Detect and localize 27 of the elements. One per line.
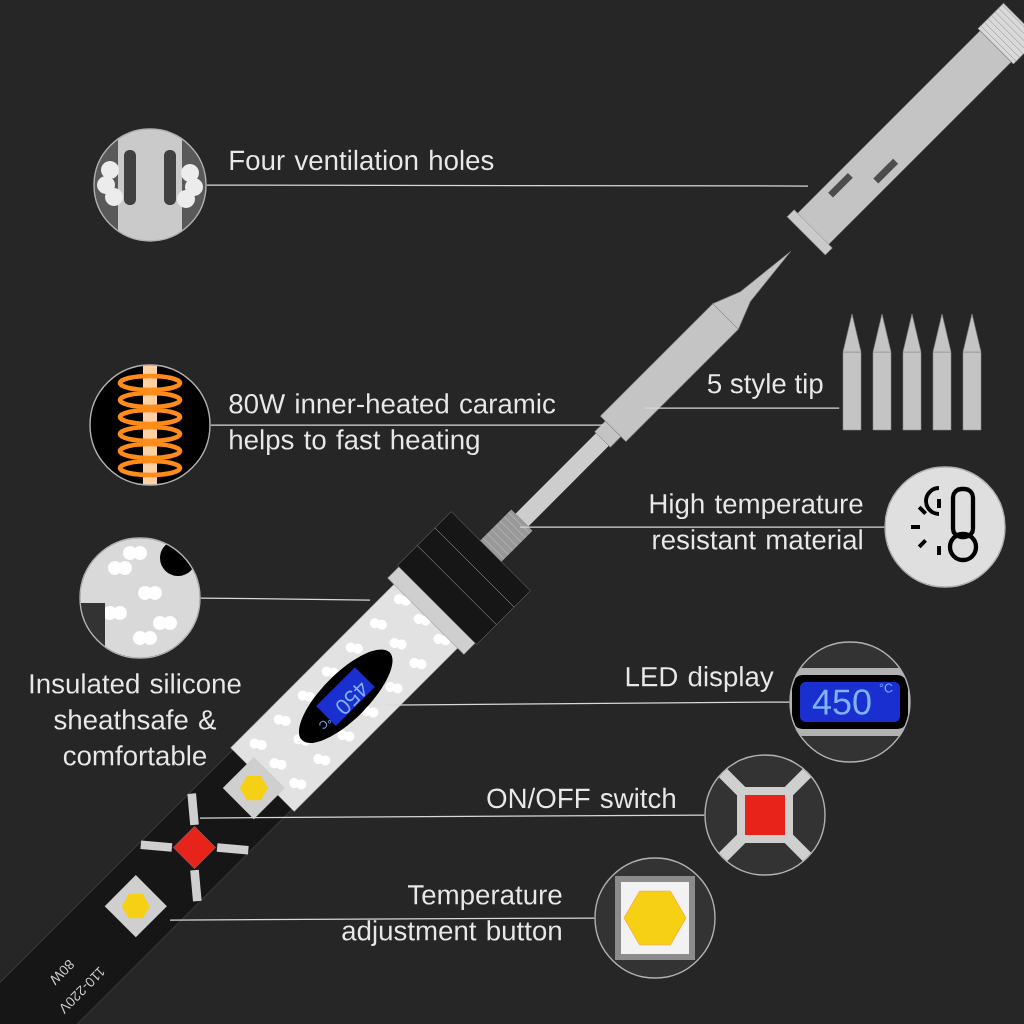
nozzle [786, 2, 1024, 256]
callout-text: Four ventilation holes [230, 149, 494, 171]
adjustment-button [104, 875, 167, 938]
adjustment-button [222, 757, 285, 820]
display-readout: 450 [336, 682, 366, 714]
callout-text: High temperature resistant material [650, 493, 863, 550]
display-readout: 450 [812, 689, 871, 715]
tips-drawing [842, 313, 982, 431]
callout-text: Insulated silicone sheathsafe & comfortable [30, 673, 241, 766]
leader-line [169, 917, 595, 921]
leader-line [199, 814, 705, 819]
unit-symbol: °C [319, 720, 332, 729]
leader-line [384, 701, 790, 706]
callout-text: Temperature adjustment button [342, 885, 562, 947]
leader-line [644, 407, 840, 409]
callout-text: LED display [626, 666, 774, 692]
inset-photo [884, 466, 1006, 588]
power-switch [140, 793, 249, 902]
leader-line [210, 424, 605, 426]
leader-line [206, 184, 809, 187]
unit-symbol: °C [879, 683, 893, 693]
leader-line [200, 597, 371, 601]
callout-text: 80W inner-heated caramic helps to fast heating [229, 393, 556, 456]
callout-text: ON/OFF switch [487, 787, 675, 809]
callout-text: 5 style tip [707, 373, 823, 399]
leader-line [519, 526, 885, 528]
inset-photo [89, 364, 211, 486]
